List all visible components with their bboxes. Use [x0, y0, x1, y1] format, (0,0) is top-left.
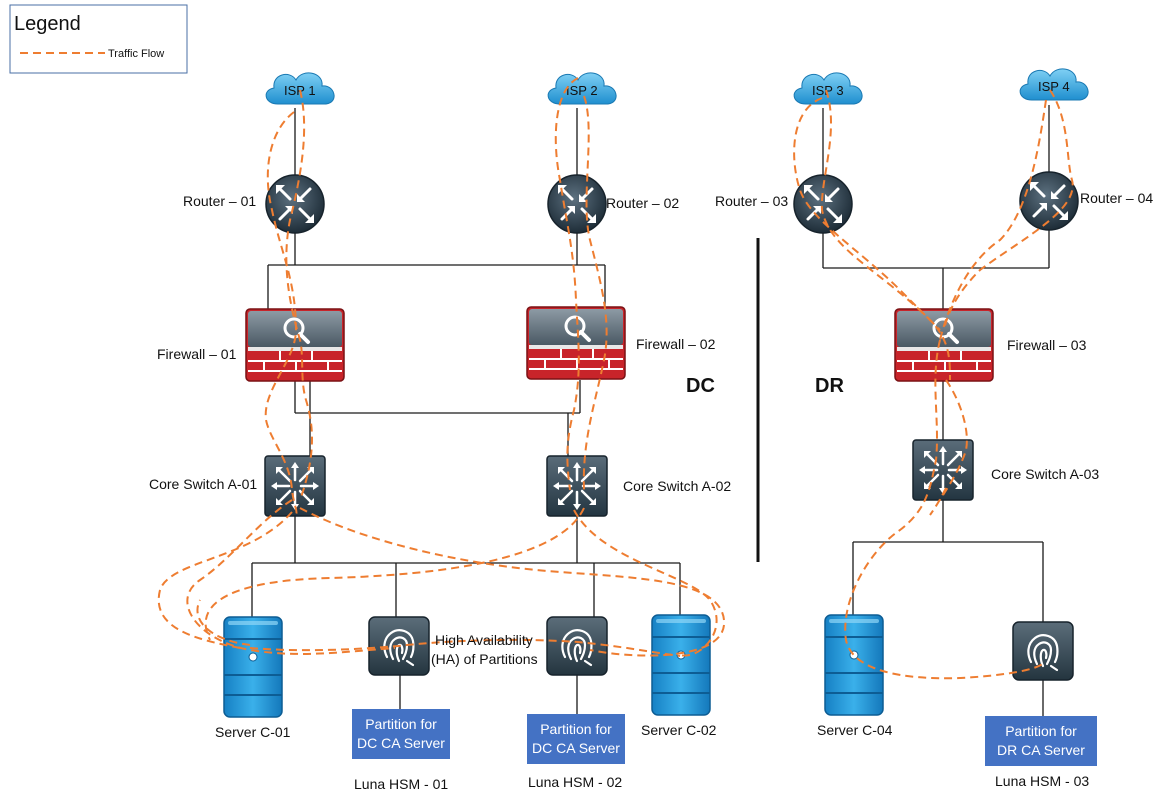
server-c02-label: Server C-02 [641, 722, 717, 738]
dr-site-label: DR [815, 375, 844, 397]
ha-label-line2: (HA) of Partitions [431, 651, 538, 667]
partition-3-line1: Partition for [1005, 723, 1077, 739]
ha-label-line1: High Availability [435, 632, 533, 648]
network-links [251, 105, 1050, 716]
partition-3-line2: DR CA Server [997, 742, 1085, 758]
firewall-03-label: Firewall – 03 [1007, 337, 1087, 353]
isp-4-label: ISP 4 [1038, 79, 1070, 94]
luna-hsm-02-icon [545, 615, 609, 677]
partition-1-line2: DC CA Server [357, 735, 445, 751]
router-03-label: Router – 03 [715, 193, 788, 209]
luna-hsm-02-label: Luna HSM - 02 [528, 774, 622, 790]
server-c02-icon [651, 614, 711, 716]
server-c04-icon [824, 614, 884, 716]
core-switch-a03-icon [911, 438, 975, 502]
partition-2-line1: Partition for [540, 721, 612, 737]
router-02-icon [546, 173, 608, 235]
core-switch-a03-label: Core Switch A-03 [991, 466, 1099, 482]
isp-2-label: ISP 2 [566, 83, 598, 98]
core-switch-a02-icon [545, 454, 609, 518]
firewall-01-icon [244, 307, 346, 383]
core-switch-a02-label: Core Switch A-02 [623, 478, 731, 494]
firewall-01-label: Firewall – 01 [157, 346, 237, 362]
legend-traffic-flow-label: Traffic Flow [108, 48, 164, 60]
traffic-flow-paths [157, 77, 1074, 680]
legend-box [9, 4, 188, 74]
partition-1-line1: Partition for [365, 716, 437, 732]
router-01-label: Router – 01 [183, 193, 256, 209]
partition-box-2 [527, 714, 625, 764]
luna-hsm-03-icon [1011, 620, 1075, 682]
server-c01-icon [223, 616, 283, 718]
router-04-label: Router – 04 [1080, 190, 1153, 206]
server-c01-label: Server C-01 [215, 724, 291, 740]
router-02-label: Router – 02 [606, 195, 679, 211]
luna-hsm-03-label: Luna HSM - 03 [995, 773, 1089, 789]
server-c04-label: Server C-04 [817, 722, 893, 738]
partition-2-line2: DC CA Server [532, 740, 620, 756]
luna-hsm-01-label: Luna HSM - 01 [354, 776, 448, 792]
dc-site-label: DC [686, 375, 715, 397]
firewall-03-icon [893, 307, 995, 383]
firewall-02-icon [525, 305, 627, 381]
firewall-02-label: Firewall – 02 [636, 336, 716, 352]
partition-box-1 [352, 709, 450, 759]
isp-3-label: ISP 3 [812, 83, 844, 98]
legend-title: Legend [14, 13, 81, 35]
partition-box-3 [985, 716, 1097, 766]
core-switch-a01-label: Core Switch A-01 [149, 476, 257, 492]
